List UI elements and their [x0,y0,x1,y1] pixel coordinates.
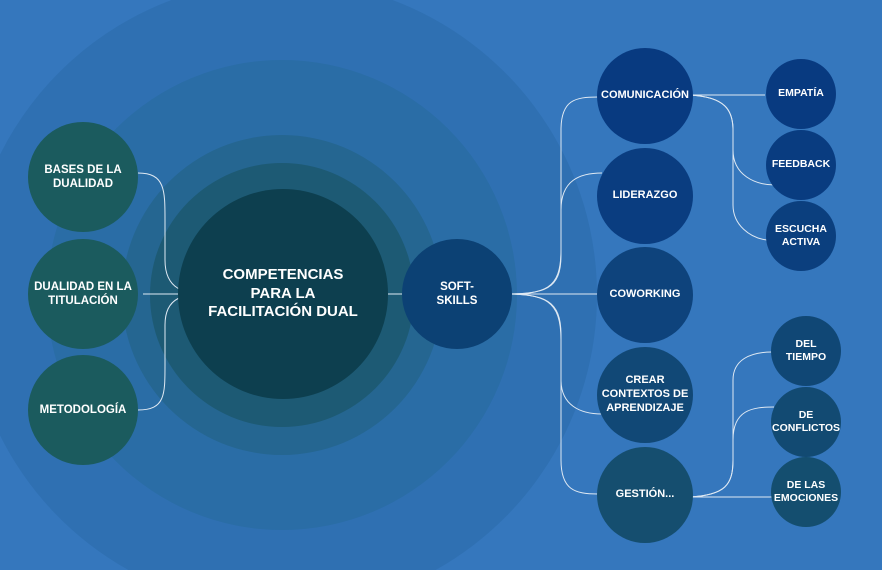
node-feedback[interactable]: FEEDBACK [766,130,836,200]
node-comunicacion[interactable]: COMUNICACIÓN [597,48,693,144]
connectors [137,94,776,498]
node-soft-skills[interactable]: SOFT-SKILLS [402,239,512,349]
node-coworking[interactable]: COWORKING [597,247,693,343]
node-crear-contextos[interactable]: CREAR CONTEXTOS DE APRENDIZAJE [597,347,693,443]
node-empatia[interactable]: EMPATÍA [766,59,836,129]
node-de-las-emociones[interactable]: DE LAS EMOCIONES [771,457,841,527]
node-center-competencias[interactable]: COMPETENCIAS PARA LA FACILITACIÓN DUAL [178,189,388,399]
node-gestion[interactable]: GESTIÓN... [597,447,693,543]
connector-conflictos [689,406,775,498]
node-metodologia[interactable]: METODOLOGÍA [28,355,138,465]
node-escucha-activa[interactable]: ESCUCHA ACTIVA [766,201,836,271]
connector-liderazgo [502,172,603,295]
connector-escucha [689,94,768,241]
node-dualidad-en-la-titulacion[interactable]: DUALIDAD EN LA TITULACIÓN [28,239,138,349]
node-del-tiempo[interactable]: DEL TIEMPO [771,316,841,386]
connector-gestion [502,293,599,495]
node-liderazgo[interactable]: LIDERAZGO [597,148,693,244]
node-de-conflictos[interactable]: DE CONFLICTOS [771,387,841,457]
node-bases-de-la-dualidad[interactable]: BASES DE LA DUALIDAD [28,122,138,232]
